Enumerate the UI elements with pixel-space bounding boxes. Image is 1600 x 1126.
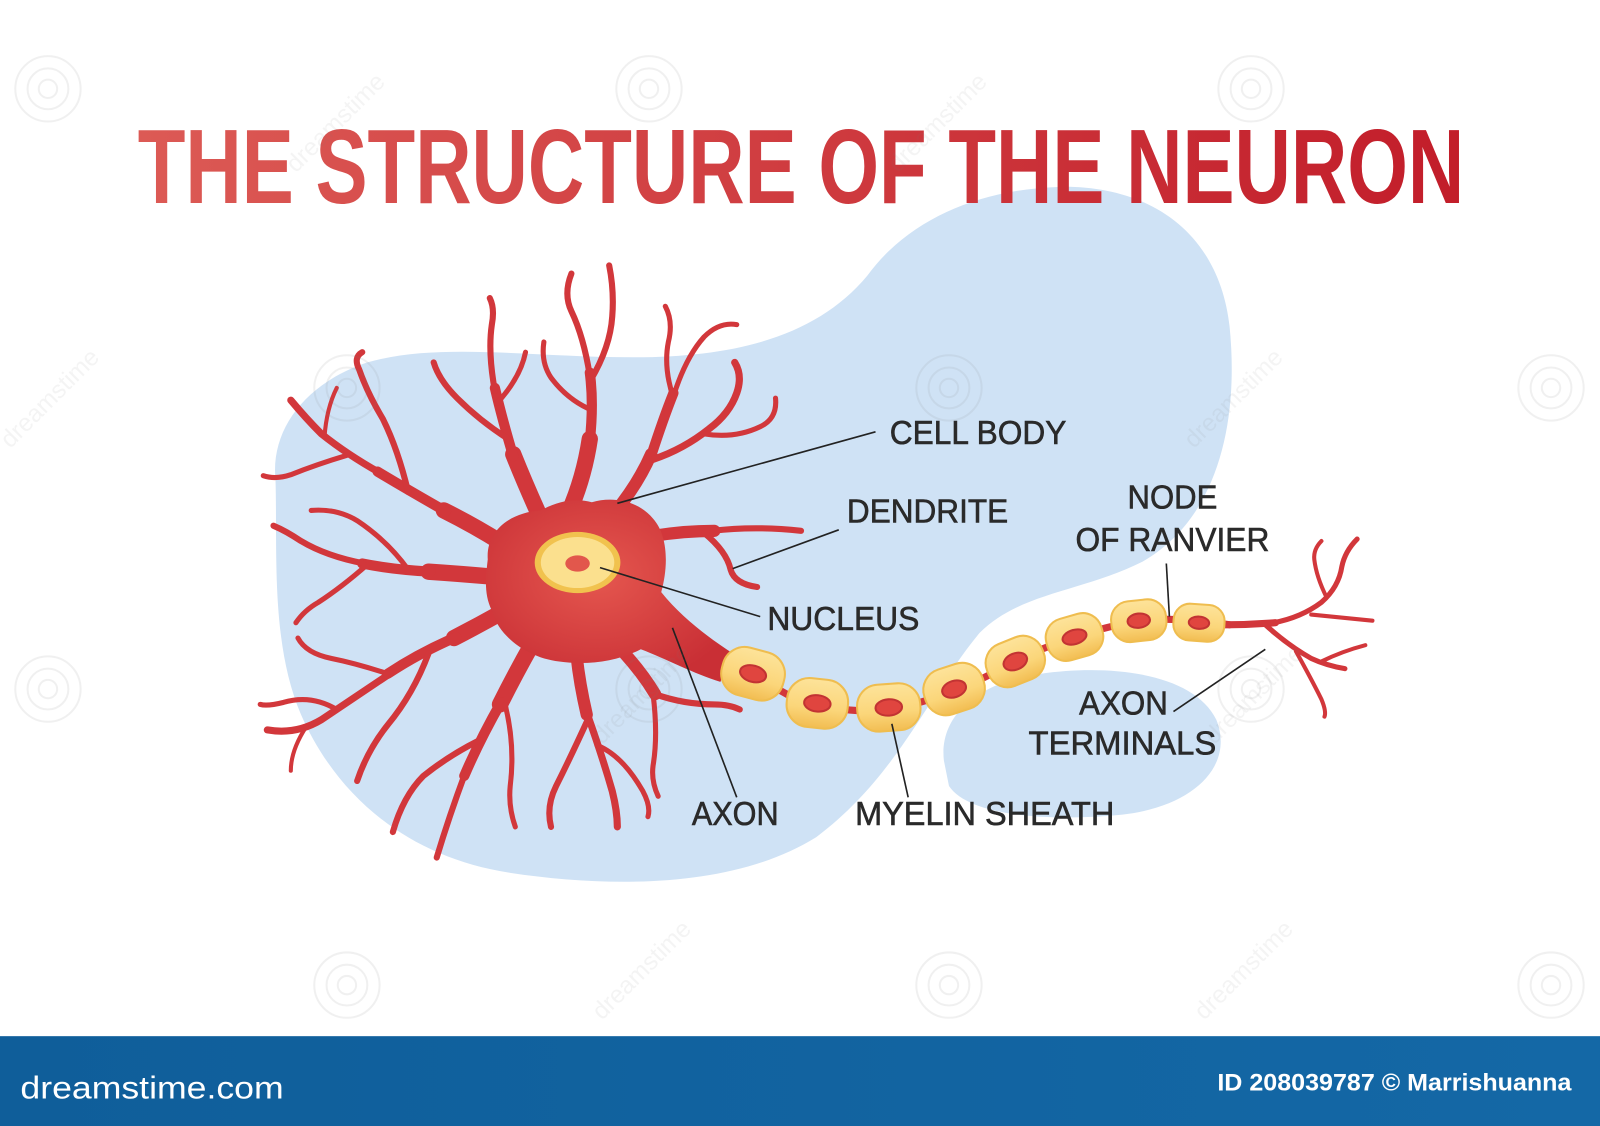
leader-node-of-ranvier [1165, 563, 1171, 617]
dendrite-branch [486, 295, 498, 395]
watermark-text: dreamstime [0, 344, 105, 454]
terminal-branch [1262, 622, 1348, 672]
watermark-text: dreamstime [1189, 916, 1299, 1026]
dendrite-branch [564, 270, 593, 379]
dendrite-branch [420, 563, 503, 585]
dendrite-branch [433, 769, 469, 861]
dendrite-branch [353, 349, 412, 496]
dreamstime-swirl-icon [615, 55, 683, 123]
dendrite-branch [494, 349, 529, 406]
myelin-segment [1110, 598, 1168, 644]
myelin-segment [785, 677, 850, 730]
dendrite-branch [295, 635, 391, 677]
myelin-segment [856, 682, 922, 733]
dreamstime-swirl-icon [14, 655, 82, 723]
leader-axon-terminals [1173, 648, 1266, 713]
dendrite-branch [594, 742, 652, 820]
terminal-branch [1309, 612, 1375, 623]
label-nucleus: NUCLEUS [767, 601, 919, 638]
dendrite-branch [670, 321, 740, 399]
dendrite-branch [618, 647, 662, 701]
dreamstime-swirl-icon [313, 354, 381, 422]
terminal-branch [1293, 649, 1328, 719]
dendrite-branch [293, 561, 370, 626]
terminal-branch [1312, 539, 1329, 600]
myelin-segment [720, 645, 786, 702]
dendrite-branch [701, 529, 761, 591]
dendrite-branch [382, 631, 462, 679]
dendrite-branch [308, 507, 411, 573]
myelin-sheath [720, 598, 1226, 733]
leader-dendrite [732, 529, 840, 570]
label-node-of-ranvier-line2: OF RANVIER [1076, 522, 1270, 559]
leader-cell-body [617, 431, 876, 505]
label-cell-body: CELL BODY [890, 415, 1067, 452]
dendrite-branch [546, 716, 591, 830]
dendrite-branch [502, 701, 518, 830]
terminal-branch [1319, 643, 1368, 664]
terminal-branch [1270, 536, 1360, 626]
dendrite-branch [389, 737, 483, 836]
dreamstime-swirl-icon [1217, 655, 1285, 723]
leader-lines [599, 431, 1266, 798]
label-axon-terminals-line2: TERMINALS [1029, 725, 1217, 762]
nucleolus [565, 555, 590, 572]
page-title: THE STRUCTURE OF THE NEURON [138, 108, 1465, 226]
dendrite-branch [288, 724, 309, 773]
leader-axon [671, 627, 738, 798]
label-dendrite: DENDRITE [847, 494, 1008, 531]
dendrite-branch [652, 691, 743, 713]
dendrite-branch [270, 522, 368, 567]
background-blob-large [275, 186, 1232, 882]
label-axon: AXON [692, 796, 779, 833]
dendrite-branch [584, 367, 597, 447]
dreamstime-swirl-icon [1517, 951, 1585, 1019]
dreamstime-swirl-icon [915, 951, 983, 1019]
dreamstime-swirl-icon [1517, 354, 1585, 422]
myelin-segment [1044, 612, 1105, 662]
myelin-segment [984, 634, 1047, 689]
footer-site: dreamstime.com [20, 1069, 283, 1105]
label-node-of-ranvier-line1: NODE [1128, 479, 1218, 516]
dendrite-branch [583, 708, 621, 831]
dendrites [257, 262, 805, 861]
footer-credit: ID 208039787 © Marrishuanna [1217, 1069, 1571, 1096]
footer-bar: dreamstime.com ID 208039787 © Marrishuan… [0, 1036, 1600, 1126]
leader-myelin-sheath [891, 723, 909, 798]
dendrite-branch [709, 525, 805, 534]
dreamstime-swirl-icon [14, 55, 82, 123]
dendrite-branch [649, 358, 743, 463]
dendrite-branch [354, 650, 432, 785]
leader-nucleus [599, 566, 761, 618]
label-myelin-sheath: MYELIN SHEATH [855, 796, 1114, 833]
background-blob-small [943, 670, 1221, 818]
label-axon-terminals-line1: AXON [1079, 686, 1168, 723]
dreamstime-swirl-icon [1217, 55, 1285, 123]
dreamstime-swirl-icon [915, 354, 983, 422]
dreamstime-swirl-icon [313, 951, 381, 1019]
axon-terminals [1220, 536, 1375, 719]
dreamstime-swirl-icon [615, 655, 683, 723]
dendrite-branch [322, 385, 339, 439]
dendrite-branch [260, 452, 350, 481]
dendrite-branch [430, 359, 512, 443]
dendrite-branch [540, 339, 591, 411]
dendrite-branch [662, 303, 677, 401]
myelin-segment [1172, 602, 1226, 643]
watermark-text: dreamstime [587, 916, 697, 1026]
dendrite-branch [287, 396, 384, 477]
myelin-segment [922, 661, 986, 717]
nucleus [534, 531, 621, 594]
dendrite-branch [587, 262, 616, 383]
dendrite-branch [263, 670, 394, 735]
dendrite-branch [701, 395, 779, 438]
dendrite-branch [650, 691, 661, 799]
dendrite-branch [257, 696, 340, 713]
